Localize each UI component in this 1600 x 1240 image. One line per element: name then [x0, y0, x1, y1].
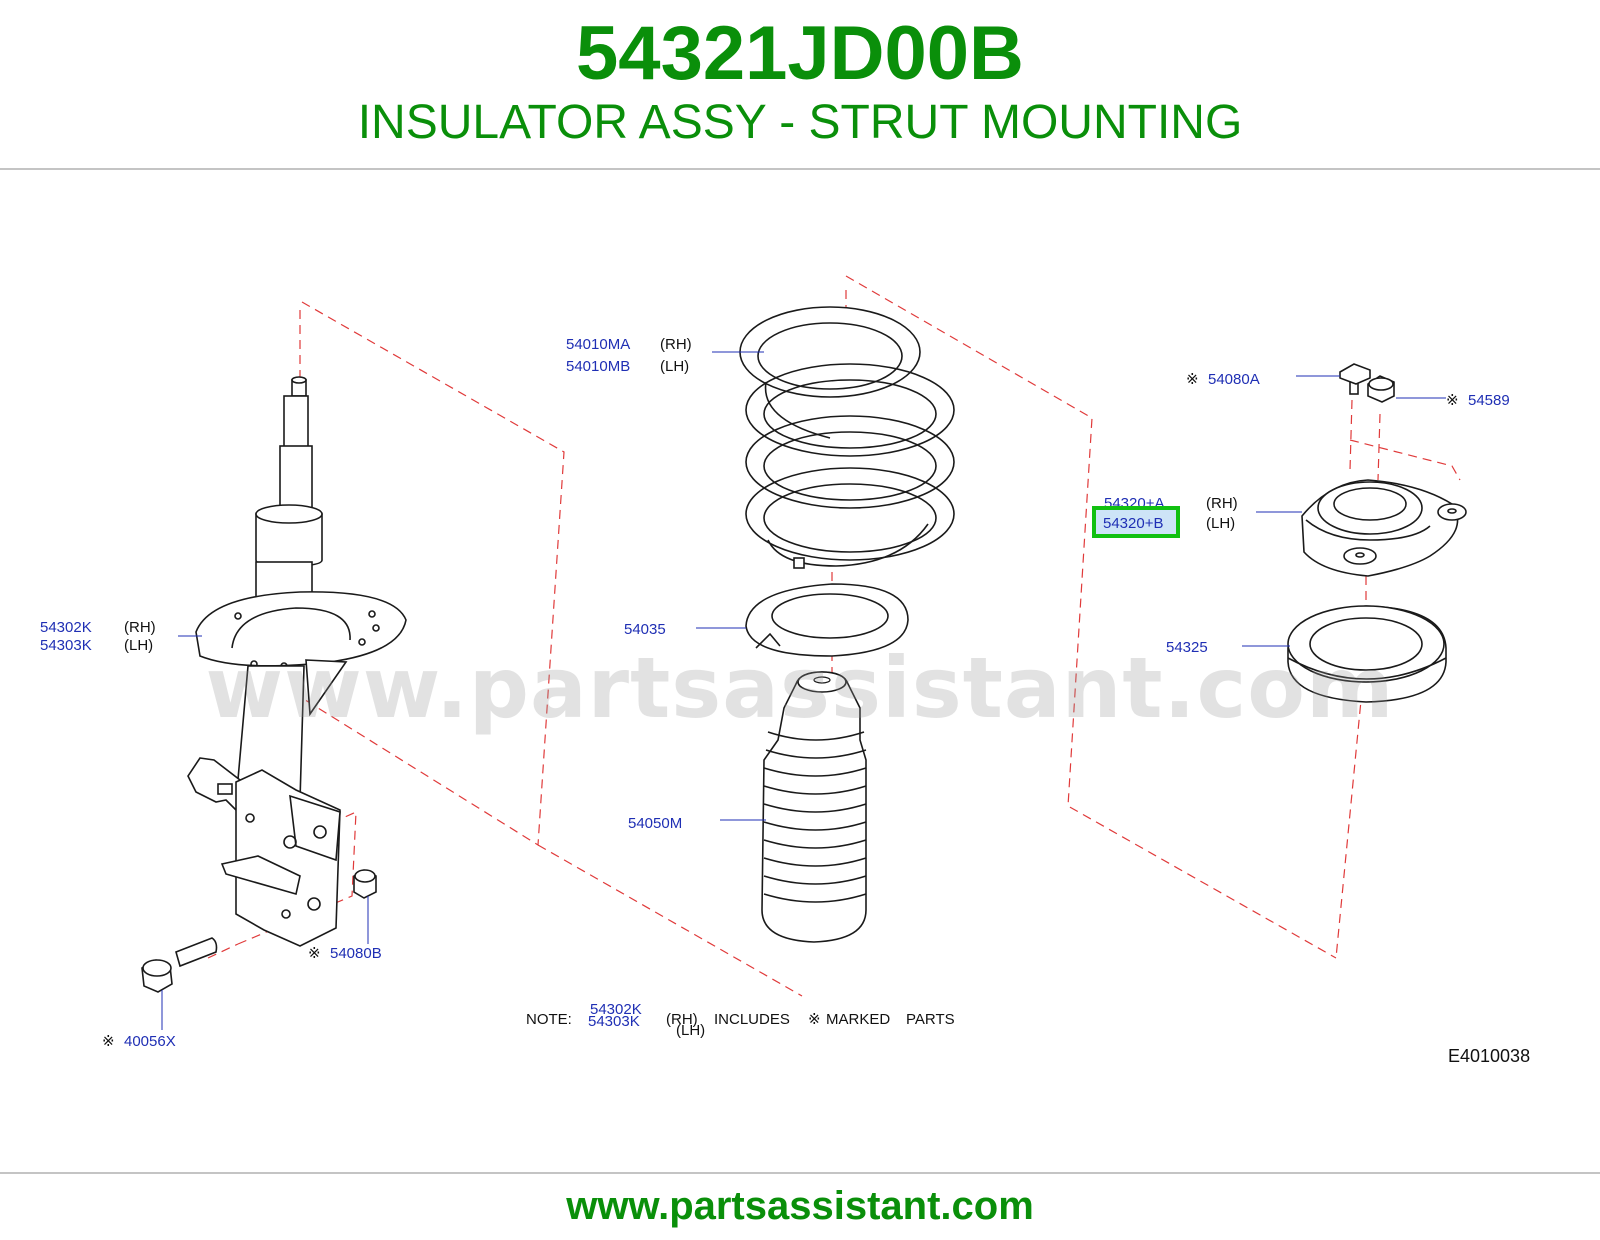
part-name-subtitle: INSULATOR ASSY - STRUT MOUNTING	[357, 96, 1243, 149]
mark-lower-bolt: ※	[102, 1033, 115, 1050]
bearing-illustration	[1287, 605, 1447, 703]
bound-bumper-illustration	[761, 671, 867, 943]
mark-bolt: ※	[1186, 371, 1199, 388]
mark-lower-nut: ※	[308, 945, 321, 962]
label-strut-lh-side: (LH)	[124, 637, 153, 654]
mark-nut: ※	[1446, 392, 1459, 409]
label-spring-lh[interactable]: 54010MB	[566, 358, 630, 375]
part-labels: 54010MA (RH) 54010MB (LH) 54035 54050M 5…	[40, 336, 1510, 1050]
label-bound-bumper[interactable]: 54050M	[628, 815, 682, 832]
note-marked: MARKED	[826, 1011, 890, 1028]
label-insulator-lh[interactable]: 54320+B	[1103, 515, 1163, 532]
note-lh-side: (LH)	[676, 1022, 705, 1039]
note-parts: PARTS	[906, 1011, 955, 1028]
footer-divider	[0, 1172, 1600, 1174]
label-spring-rh-side: (RH)	[660, 336, 692, 353]
diagram-code: E4010038	[1448, 1046, 1530, 1066]
note-rh-part[interactable]: 54302K	[590, 1001, 642, 1018]
label-insulator-lh-side: (LH)	[1206, 515, 1235, 532]
label-strut-rh[interactable]: 54302K	[40, 619, 92, 636]
strut-assembly-illustration	[141, 376, 407, 993]
label-strut-lh[interactable]: 54303K	[40, 637, 92, 654]
spring-seat-illustration	[745, 583, 909, 657]
label-spring-rh[interactable]: 54010MA	[566, 336, 630, 353]
footer-url[interactable]: www.partsassistant.com	[566, 1184, 1034, 1228]
strut-mount-illustration	[1301, 363, 1467, 577]
note-includes: INCLUDES	[714, 1011, 790, 1028]
diagram-note: NOTE: 54302K 54303K (RH) (LH) INCLUDES ※…	[526, 1001, 955, 1039]
note-rh-side: (RH)	[666, 1011, 698, 1028]
part-number-title: 54321JD00B	[576, 11, 1024, 96]
header-divider	[0, 168, 1600, 170]
coil-spring-illustration	[739, 306, 955, 569]
leader-lines	[161, 351, 1446, 1030]
label-bearing[interactable]: 54325	[1166, 639, 1208, 656]
label-seat[interactable]: 54035	[624, 621, 666, 638]
label-lower-nut[interactable]: 54080B	[330, 945, 382, 962]
highlight-box	[1092, 506, 1180, 538]
label-mount-nut[interactable]: 54589	[1468, 392, 1510, 409]
label-strut-rh-side: (RH)	[124, 619, 156, 636]
note-mark: ※	[808, 1011, 821, 1028]
note-lh-part[interactable]: 54303K	[588, 1013, 640, 1030]
page-header: 54321JD00B INSULATOR ASSY - STRUT MOUNTI…	[0, 0, 1600, 168]
label-mount-bolt[interactable]: 54080A	[1208, 371, 1260, 388]
label-spring-lh-side: (LH)	[660, 358, 689, 375]
label-insulator-rh-side: (RH)	[1206, 495, 1238, 512]
note-prefix: NOTE:	[526, 1011, 572, 1028]
label-lower-bolt[interactable]: 40056X	[124, 1033, 176, 1050]
